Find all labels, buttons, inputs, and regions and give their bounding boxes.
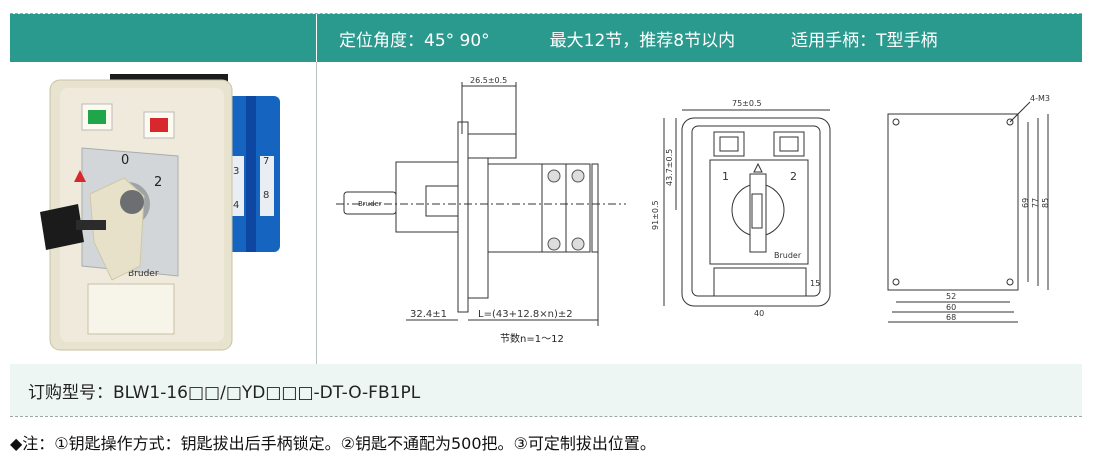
key-side	[343, 191, 397, 215]
dim-label-w: 40	[754, 309, 764, 318]
section-count-label: 节数n=1～12	[500, 332, 564, 345]
flange	[467, 157, 489, 299]
dim-68-label: 68	[946, 313, 956, 322]
dim-77-label: 77	[1031, 198, 1040, 208]
header-left-cell	[10, 14, 316, 62]
label-area	[713, 267, 807, 297]
mount-hole-2	[1006, 118, 1014, 126]
dim-69-label: 69	[1021, 198, 1030, 208]
cam-separator	[246, 96, 256, 252]
handle-side	[395, 161, 459, 233]
front-view-drawing: 75±0.5 91±0.5 43.7±0.5 1 2 Bruder 15 40	[651, 99, 831, 318]
dim-52-label: 52	[946, 292, 956, 301]
key-cylinder	[120, 190, 144, 214]
order-model-text: 订购型号：BLW1-16□□/□YD□□□-DT-O-FB1PL	[28, 382, 421, 403]
angle-spec: 定位角度：45° 90°	[339, 30, 490, 51]
spec-header: 定位角度：45° 90° 最大12节，推荐8节以内 适用手柄：T型手柄	[10, 14, 1082, 62]
arrow-marker-icon	[74, 170, 86, 182]
holes-label: 4-M3	[1030, 94, 1050, 103]
dial-area	[709, 159, 809, 265]
lamp-lens-2	[779, 136, 799, 152]
dim-label-h: 15	[810, 279, 820, 288]
screw-2	[571, 169, 585, 183]
end-cap	[591, 163, 599, 253]
front-brand-label: Bruder	[774, 251, 802, 260]
lamp-window-1	[713, 131, 745, 157]
dim-top-label: 26.5±0.5	[470, 76, 507, 85]
dim-length-label: L=(43+12.8×n)±2	[478, 309, 573, 320]
dim-85-label: 85	[1041, 198, 1050, 208]
panel-section	[457, 121, 469, 313]
lamp-lens-1	[719, 136, 739, 152]
panel-cutout-drawing: 4-M3 69 77 85 52 60 68	[887, 94, 1050, 323]
header-divider	[316, 14, 317, 62]
label-holder	[467, 133, 517, 159]
screw-1	[547, 169, 561, 183]
hub	[425, 185, 459, 217]
order-model-bar: 订购型号：BLW1-16□□/□YD□□□-DT-O-FB1PL	[10, 364, 1082, 416]
dim-left-label: 32.4±1	[410, 309, 447, 320]
green-lamp	[88, 110, 106, 124]
side-view-drawing: 26.5±0.5 Bruder 32.4±1 L=(43+12.8×n)±2 节…	[336, 76, 626, 345]
top-dashed-line	[10, 13, 1082, 14]
bottom-dashed-line	[10, 416, 1082, 417]
key-blade	[76, 220, 106, 230]
photo-brand-label: Bruder	[128, 269, 159, 279]
mount-hole-4	[1006, 278, 1014, 286]
cam-label-2	[260, 156, 274, 216]
note-text: ◆注：①钥匙操作方式：钥匙拔出后手柄锁定。②钥匙不通配为500把。③可定制拔出位…	[10, 434, 656, 453]
body-divider	[316, 62, 317, 364]
panel-outline	[887, 113, 1019, 291]
position-0-label: 0	[121, 153, 129, 168]
front-pos-1: 1	[722, 170, 729, 183]
product-photo: 3 7 4 8 0 2 Bruder	[40, 74, 280, 351]
arrow-marker-icon	[753, 162, 763, 173]
front-pos-2: 2	[790, 170, 797, 183]
cam-number-8: 8	[263, 190, 269, 201]
hole-leader	[1009, 101, 1031, 123]
key-slot	[751, 193, 763, 229]
red-lamp	[150, 118, 168, 132]
position-2-label: 2	[154, 175, 162, 190]
cam-number-4: 4	[233, 200, 239, 211]
handle-spec: 适用手柄：T型手柄	[791, 30, 938, 51]
cam-label-1	[230, 156, 244, 216]
dim-height-label: 91±0.5	[651, 200, 660, 230]
key-icon	[40, 204, 84, 250]
mount-hole-1	[892, 118, 900, 126]
cam-number-3: 3	[233, 166, 239, 177]
cam-block-1	[487, 163, 543, 253]
lamp-window-2	[773, 131, 805, 157]
front-outline	[681, 117, 831, 307]
dim-width-label: 75±0.5	[732, 99, 762, 108]
dim-center-label: 43.7±0.5	[665, 149, 674, 186]
key-brand-label: Bruder	[358, 200, 382, 208]
sections-spec: 最大12节，推荐8节以内	[549, 30, 736, 51]
mount-hole-3	[892, 278, 900, 286]
header-specs: 定位角度：45° 90° 最大12节，推荐8节以内 适用手柄：T型手柄	[317, 14, 1082, 62]
screw-3	[547, 237, 561, 251]
label-window	[87, 283, 175, 335]
dim-60-label: 60	[946, 303, 956, 312]
cam-block-3	[565, 163, 591, 253]
cam-number-7: 7	[263, 156, 269, 167]
screw-4	[571, 237, 585, 251]
